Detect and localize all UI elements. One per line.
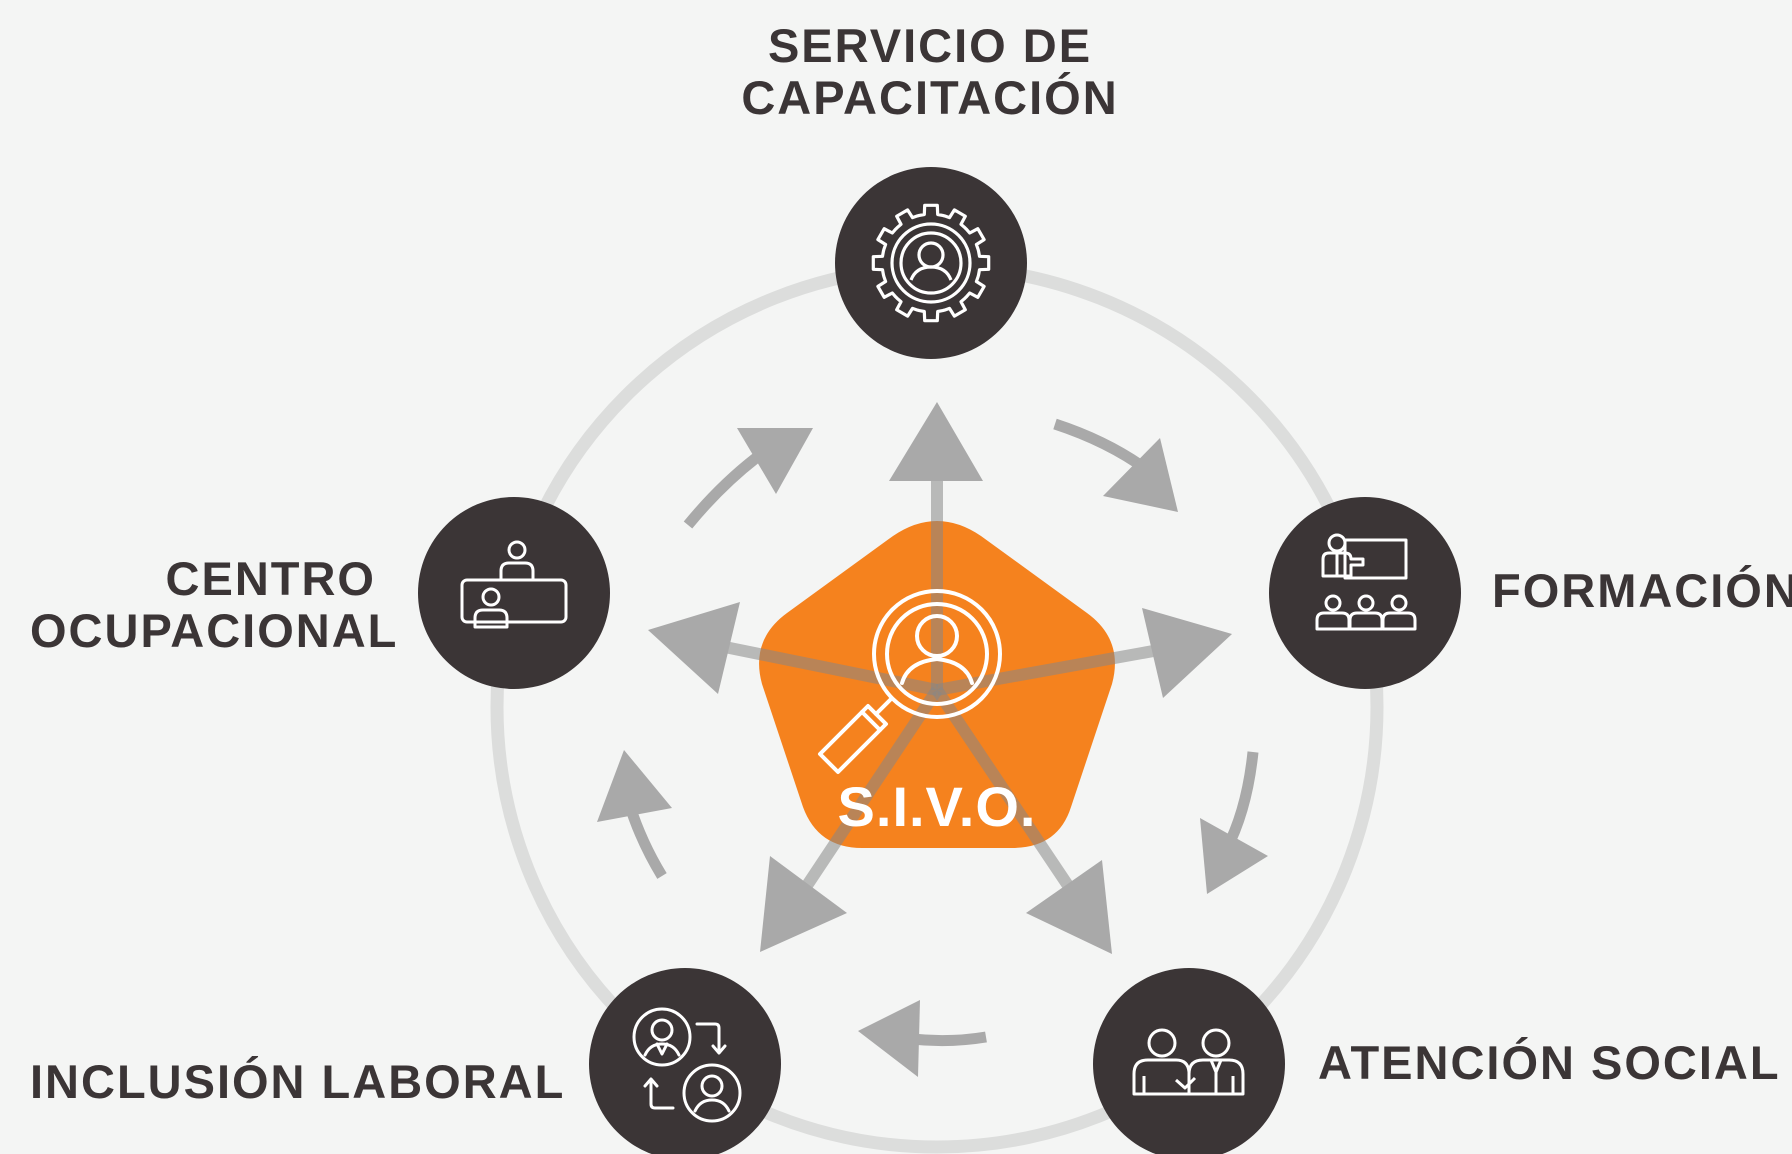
cycle-arrows xyxy=(597,418,1268,1077)
node-label-line: OCUPACIONAL xyxy=(30,604,399,657)
spoke-arrow-left xyxy=(648,602,939,696)
node-label-line: FORMACIÓN xyxy=(1492,564,1792,617)
node-circle-right xyxy=(1269,497,1461,689)
two-people-icon xyxy=(1132,1028,1245,1096)
cycle-arrow-left-to-top xyxy=(683,428,813,529)
cycle-arrow-bottom-left-to-left xyxy=(597,750,672,879)
node-circle-bottom-right xyxy=(1093,968,1285,1154)
spoke-arrows xyxy=(648,402,1232,954)
spoke-arrow-top xyxy=(889,402,983,690)
node-label-formacion: FORMACIÓN xyxy=(1492,565,1792,617)
spoke-arrow-bottom-left xyxy=(760,686,942,952)
node-label-line: CAPACITACIÓN xyxy=(741,71,1119,124)
node-label-centro-ocupacional: CENTRO OCUPACIONAL xyxy=(30,552,399,657)
node-label-servicio-de-capacitacion: SERVICIO DE CAPACITACIÓN xyxy=(700,20,1160,124)
node-label-line: ATENCIÓN SOCIAL xyxy=(1318,1036,1781,1089)
teacher-classroom-icon xyxy=(1315,533,1417,631)
node-circle-bottom-left xyxy=(589,968,781,1154)
node-label-inclusion-laboral: INCLUSIÓN LABORAL xyxy=(30,1056,565,1108)
gear-person-icon xyxy=(871,203,991,323)
node-label-line: SERVICIO DE xyxy=(767,19,1093,72)
spoke-arrow-bottom-right xyxy=(932,686,1112,954)
cycle-arrow-right-to-bottom-right xyxy=(1200,751,1268,894)
node-circle-left xyxy=(418,497,610,689)
magnifier-person-icon xyxy=(818,589,1002,774)
node-label-line: CENTRO xyxy=(165,552,376,605)
desk-meeting-icon xyxy=(460,540,568,629)
node-label-line: INCLUSIÓN LABORAL xyxy=(30,1055,566,1108)
node-label-atencion-social: ATENCIÓN SOCIAL xyxy=(1318,1037,1781,1089)
person-exchange-icon xyxy=(632,1007,742,1123)
node-circle-top xyxy=(835,167,1027,359)
cycle-arrow-top-to-right xyxy=(1053,418,1178,512)
cycle-arrow-bottom-right-to-bottom-left xyxy=(858,1000,987,1077)
center-label: S.I.V.O. xyxy=(838,775,1037,838)
